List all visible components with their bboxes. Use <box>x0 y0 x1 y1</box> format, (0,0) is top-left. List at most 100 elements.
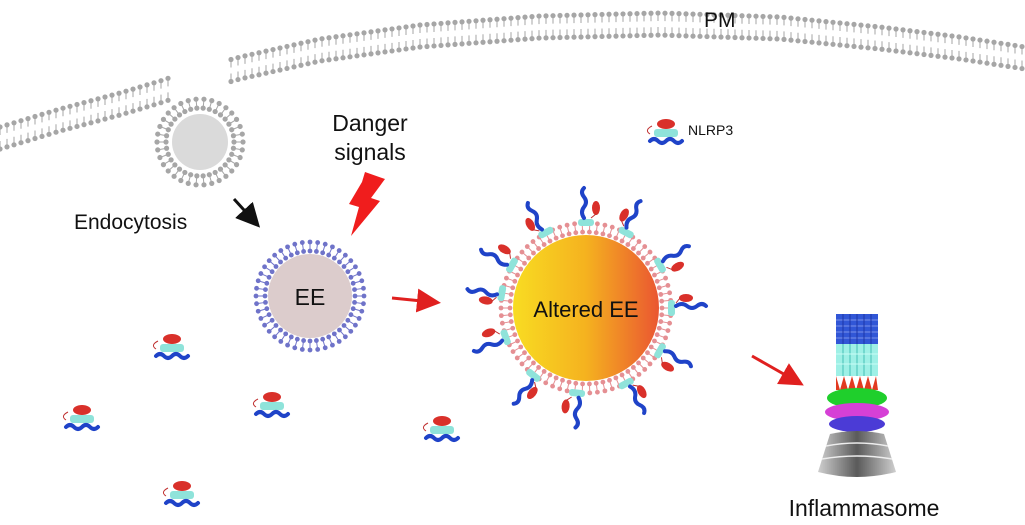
lipid-head <box>356 271 362 276</box>
lipid-head <box>176 166 183 172</box>
lipid-head <box>185 180 191 186</box>
nlrp3-protein-icon <box>646 119 684 145</box>
lipid-head <box>587 229 592 235</box>
lipid-head <box>963 35 969 41</box>
lipid-head <box>662 10 668 16</box>
lipid-tail <box>329 248 333 254</box>
lipid-head <box>508 319 514 324</box>
lipid-head <box>599 11 605 18</box>
lipid-head <box>216 100 222 107</box>
lipid-head <box>514 355 520 361</box>
lipid-head <box>277 67 283 73</box>
lipid-tail <box>539 372 544 378</box>
lipid-head <box>217 112 224 118</box>
lipid-head <box>725 12 731 18</box>
lipid-head <box>580 381 585 387</box>
lipid-head <box>262 264 267 270</box>
lipid-head <box>531 250 536 256</box>
lipid-head <box>914 51 920 57</box>
lipid-tail <box>221 108 226 114</box>
lipid-head <box>273 264 279 269</box>
lipid-tail <box>209 176 212 182</box>
pm-label: PM <box>704 9 736 32</box>
lipid-head <box>592 34 598 40</box>
lipid-head <box>652 338 657 344</box>
lipid-head <box>658 319 664 324</box>
lipid-head <box>519 249 525 255</box>
lipid-head <box>613 33 619 39</box>
lipid-tail <box>262 315 268 319</box>
lipid-head <box>193 182 199 188</box>
recruited-nlrp3-icon <box>668 294 708 316</box>
lipid-head <box>237 154 243 161</box>
lipid-head <box>326 57 332 63</box>
lipid-head <box>573 380 579 386</box>
lipid-head <box>564 34 570 40</box>
transition-arrow <box>391 288 441 313</box>
lipid-head <box>512 278 518 284</box>
lipid-head <box>648 32 654 38</box>
lipid-head <box>249 51 255 57</box>
lipid-tail <box>226 165 231 170</box>
lipid-head <box>560 377 565 383</box>
lipid-head <box>566 379 572 385</box>
lipid-head <box>753 35 759 41</box>
lipid-head <box>998 62 1004 68</box>
lipid-head <box>368 29 374 35</box>
lipid-head <box>578 12 584 18</box>
lipid-head <box>157 154 163 161</box>
lipid-head <box>81 122 87 128</box>
lipid-head <box>893 26 899 32</box>
lipid-head <box>60 127 66 133</box>
lipid-head <box>642 367 648 372</box>
lipid-head <box>665 282 671 288</box>
lipid-head <box>231 139 237 145</box>
lipid-tail <box>658 334 664 338</box>
lipid-head <box>725 34 731 40</box>
lipid-head <box>654 278 660 284</box>
lipid-tail <box>349 267 355 272</box>
lipid-head <box>647 249 653 255</box>
lipid-head <box>526 255 532 261</box>
lipid-head <box>550 35 556 41</box>
lipid-tail <box>287 338 291 344</box>
lipid-tail <box>523 358 528 363</box>
lipid-head <box>613 375 619 381</box>
lipid-tail <box>329 338 333 344</box>
lipid-head <box>182 108 188 115</box>
lipid-head <box>299 347 305 352</box>
lipid-head <box>95 118 101 124</box>
lipid-head <box>320 336 326 342</box>
lipid-tail <box>644 358 649 363</box>
recruited-nlrp3-icon <box>511 368 541 406</box>
lipid-head <box>270 68 276 75</box>
lipid-head <box>802 38 808 45</box>
lipid-head <box>935 31 941 37</box>
lipid-head <box>566 231 572 237</box>
lipid-head <box>188 106 194 112</box>
lipid-head <box>255 278 261 284</box>
lipid-tail <box>159 133 165 136</box>
danger-label-line2: signals <box>334 139 406 165</box>
lipid-tail <box>634 242 639 248</box>
lipid-head <box>760 35 766 42</box>
lipid-head <box>767 36 773 42</box>
lipid-tail <box>287 248 291 254</box>
lipid-tail <box>518 353 524 358</box>
lipid-head <box>389 48 395 54</box>
lipid-head <box>348 258 354 264</box>
lipid-head <box>137 84 143 90</box>
lipid-head <box>879 46 885 52</box>
lipid-head <box>216 177 222 184</box>
lipid-head <box>991 39 997 45</box>
lipid-head <box>541 242 547 247</box>
lipid-tail <box>181 105 185 110</box>
lipid-head <box>396 47 402 53</box>
lipid-head <box>547 238 553 244</box>
lipid-head <box>288 252 294 258</box>
lipid-tail <box>349 320 355 325</box>
lipid-tail <box>354 308 361 312</box>
lipid-head <box>212 108 218 115</box>
lipid-head <box>165 110 171 116</box>
lipid-head <box>886 47 892 53</box>
